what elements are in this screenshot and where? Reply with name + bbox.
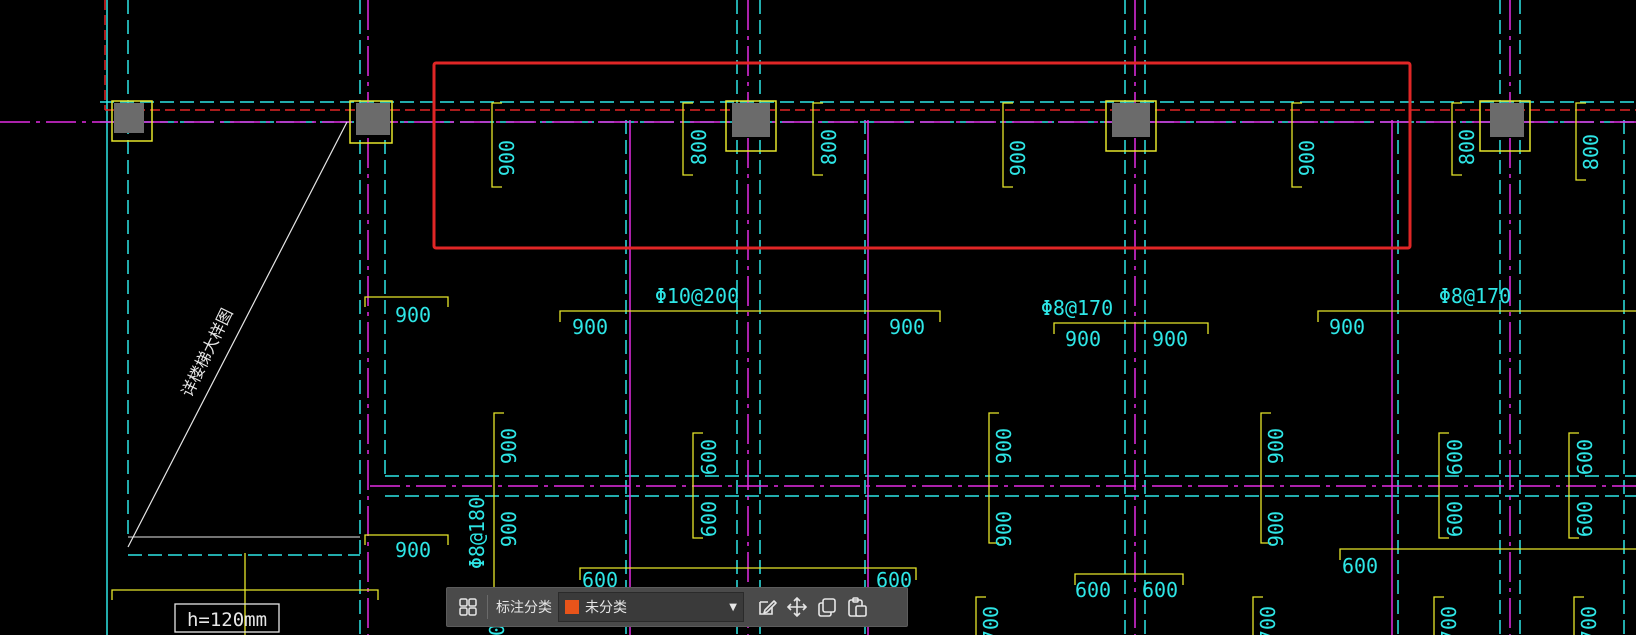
lower-dim-4: 900 — [1264, 428, 1288, 464]
toolbar-separator — [487, 595, 488, 619]
paste-icon[interactable] — [842, 592, 872, 622]
chevron-down-icon: ▼ — [729, 601, 737, 613]
lower-dim-10: 900 — [1264, 511, 1288, 547]
lower-dim-12: 600 — [1573, 501, 1597, 537]
lower-dim-11: 600 — [1443, 501, 1467, 537]
bottom-vdim-1: 700 — [979, 606, 1003, 635]
move-icon[interactable] — [782, 592, 812, 622]
slab-thickness-label: h=120mm — [187, 609, 267, 631]
mid-dim-2: 900 — [572, 315, 608, 339]
rebar-label-c: Φ8@170 — [1439, 284, 1511, 308]
mid-dim-6: 900 — [1329, 315, 1365, 339]
top-dim-7: 800 — [1579, 134, 1603, 170]
highlight-selection-box[interactable] — [432, 61, 1412, 250]
bottom-vdim-2: 700 — [1256, 606, 1280, 635]
category-select-value: 未分类 — [585, 600, 627, 616]
bottom-dim-4: 600 — [1075, 578, 1111, 602]
category-label: 标注分类 — [496, 600, 552, 616]
grid-icon[interactable] — [453, 592, 483, 622]
mid-dim-3: 900 — [889, 315, 925, 339]
column-markers — [111, 100, 1531, 152]
cad-labels: 900 800 800 900 900 800 800 Φ10@200 Φ8@1… — [177, 129, 1603, 635]
top-dim-3: 800 — [817, 129, 841, 165]
lower-dim-5: 600 — [1443, 439, 1467, 475]
lower-dim-9: 900 — [992, 511, 1016, 547]
edit-icon[interactable] — [752, 592, 782, 622]
bottom-dim-5: 600 — [1142, 578, 1178, 602]
top-dim-5: 900 — [1295, 140, 1319, 176]
bottom-dim-6: 600 — [1342, 554, 1378, 578]
lower-dim-6: 600 — [1573, 439, 1597, 475]
lower-dim-2: 600 — [697, 439, 721, 475]
lower-dim-1: 900 — [497, 428, 521, 464]
mid-dim-4: 900 — [1065, 327, 1101, 351]
annotation-toolbar: 标注分类 未分类 ▼ — [446, 587, 908, 627]
rebar-label-a: Φ10@200 — [655, 284, 739, 308]
category-color-swatch — [565, 600, 579, 614]
top-dim-6: 800 — [1455, 129, 1479, 165]
lower-dim-7: 900 — [497, 511, 521, 547]
mid-dim-1: 900 — [395, 303, 431, 327]
top-dim-2: 800 — [687, 129, 711, 165]
mid-dim-5: 900 — [1152, 327, 1188, 351]
bottom-vdim-4: 700 — [1577, 606, 1601, 635]
lower-dim-8: 600 — [697, 501, 721, 537]
rebar-label-b: Φ8@170 — [1041, 296, 1113, 320]
dimension-leaders — [111, 102, 1636, 635]
category-select[interactable]: 未分类 ▼ — [558, 592, 744, 622]
copy-icon[interactable] — [812, 592, 842, 622]
lower-dim-3: 900 — [992, 428, 1016, 464]
top-dim-1: 900 — [495, 140, 519, 176]
top-dim-4: 900 — [1006, 140, 1030, 176]
bottom-dim-1: 900 — [395, 538, 431, 562]
rebar-label-d: Φ8@180 — [465, 497, 489, 569]
bottom-vdim-3: 700 — [1437, 606, 1461, 635]
